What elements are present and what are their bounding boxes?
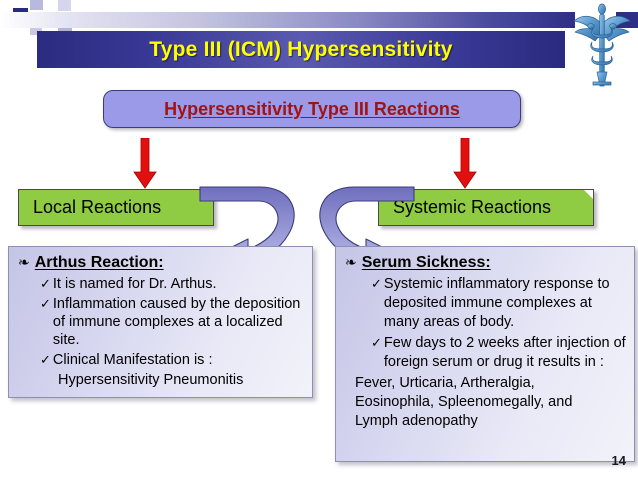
subtitle-label: Hypersensitivity Type III Reactions <box>164 98 460 119</box>
panel-title: Serum Sickness: <box>361 254 491 271</box>
list-item-text: It is named for Dr. Arthus. <box>52 276 217 292</box>
list-item: ✓ Few days to 2 weeks after injection of… <box>345 334 626 372</box>
check-bullet-icon: ✓ <box>371 335 382 350</box>
list-item-text: Few days to 2 weeks after injection of f… <box>383 335 626 370</box>
check-bullet-icon: ✓ <box>40 352 51 367</box>
panel-heading: ❧ Serum Sickness: <box>345 254 626 272</box>
page-title: Type III (ICM) Hypersensitivity <box>149 37 453 61</box>
caduceus-icon <box>571 2 633 90</box>
subtitle-box: Hypersensitivity Type III Reactions <box>103 90 521 128</box>
continuation-text: Hypersensitivity Pneumonitis <box>58 372 244 388</box>
check-bullet-icon: ✓ <box>371 276 382 291</box>
list-item-text: Inflammation caused by the deposition of… <box>52 296 301 348</box>
decorative-square <box>30 24 42 35</box>
list-item: ✓ Clinical Manifestation is : <box>18 351 304 369</box>
page-number: 14 <box>611 453 626 468</box>
arrow-down-icon <box>452 137 478 190</box>
panel-heading: ❧ Arthus Reaction: <box>18 254 304 272</box>
check-bullet-icon: ✓ <box>40 296 51 311</box>
panel-title: Arthus Reaction: <box>34 254 164 271</box>
list-item: ✓ It is named for Dr. Arthus. <box>18 275 304 293</box>
list-item-text: Clinical Manifestation is : <box>52 352 213 368</box>
list-item-text: Systemic inflammatory response to deposi… <box>383 276 610 330</box>
check-bullet-icon: ✓ <box>40 276 51 291</box>
diamond-bullet-icon: ❧ <box>345 254 357 270</box>
panel-arthus-reaction: ❧ Arthus Reaction: ✓ It is named for Dr.… <box>8 246 313 398</box>
list-item: ✓ Inflammation caused by the deposition … <box>18 295 304 349</box>
branch-label: Local Reactions <box>33 197 162 217</box>
decorative-square <box>30 0 43 10</box>
branch-box-local[interactable]: Local Reactions <box>18 189 214 226</box>
diamond-bullet-icon: ❧ <box>18 254 30 270</box>
slide-title-bar: Type III (ICM) Hypersensitivity <box>37 31 565 68</box>
arrow-down-icon <box>132 137 158 190</box>
detail-line: Eosinophila, Spleenomegally, and <box>355 394 573 410</box>
decorative-square <box>58 0 71 11</box>
branch-label: Systemic Reactions <box>393 197 552 217</box>
detail-line: Lymph adenopathy <box>355 413 478 429</box>
corner-fold <box>584 190 593 199</box>
list-item: ✓ Systemic inflammatory response to depo… <box>345 275 626 332</box>
detail-line: Fever, Urticaria, Artheralgia, <box>355 375 535 391</box>
panel-serum-sickness: ❧ Serum Sickness: ✓ Systemic inflammator… <box>335 246 635 462</box>
header-gradient-band <box>0 12 575 28</box>
